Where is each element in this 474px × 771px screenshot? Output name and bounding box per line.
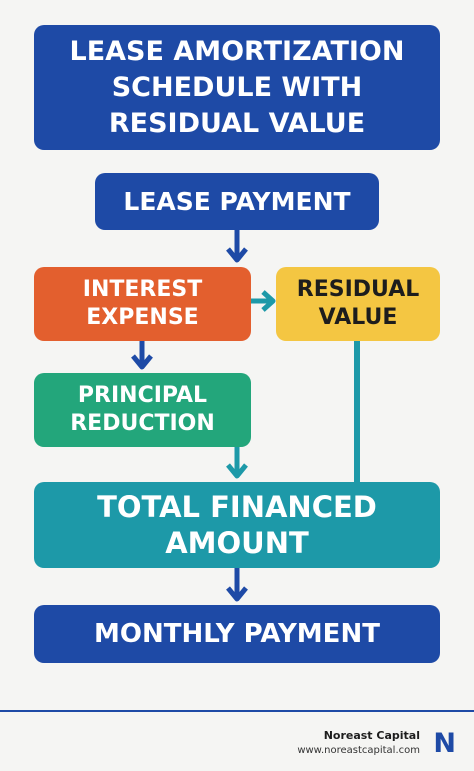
node-monthly-payment: Monthly Payment [34, 605, 440, 663]
node-total-financed-amount: Total Financed Amount [34, 482, 440, 568]
node-residual-value: Residual Value [276, 267, 440, 341]
brand-logo-icon: N [433, 728, 456, 759]
arrow-lease-to-interest [226, 230, 248, 263]
footer-brand-url: www.noreastcapital.com [297, 745, 420, 756]
node-interest-expense: Interest Expense [34, 267, 251, 341]
node-lease-payment: Lease Payment [95, 173, 379, 230]
arrow-principal-to-total [226, 447, 248, 479]
footer-brand-name: Noreast Capital [323, 729, 420, 742]
diagram-title: Lease Amortization Schedule with Residua… [34, 25, 440, 150]
footer-divider [0, 710, 474, 712]
arrow-interest-to-residual [251, 290, 276, 312]
node-principal-reduction: Principal Reduction [34, 373, 251, 447]
arrow-interest-to-principal [131, 341, 153, 370]
arrow-total-to-monthly [226, 568, 248, 602]
